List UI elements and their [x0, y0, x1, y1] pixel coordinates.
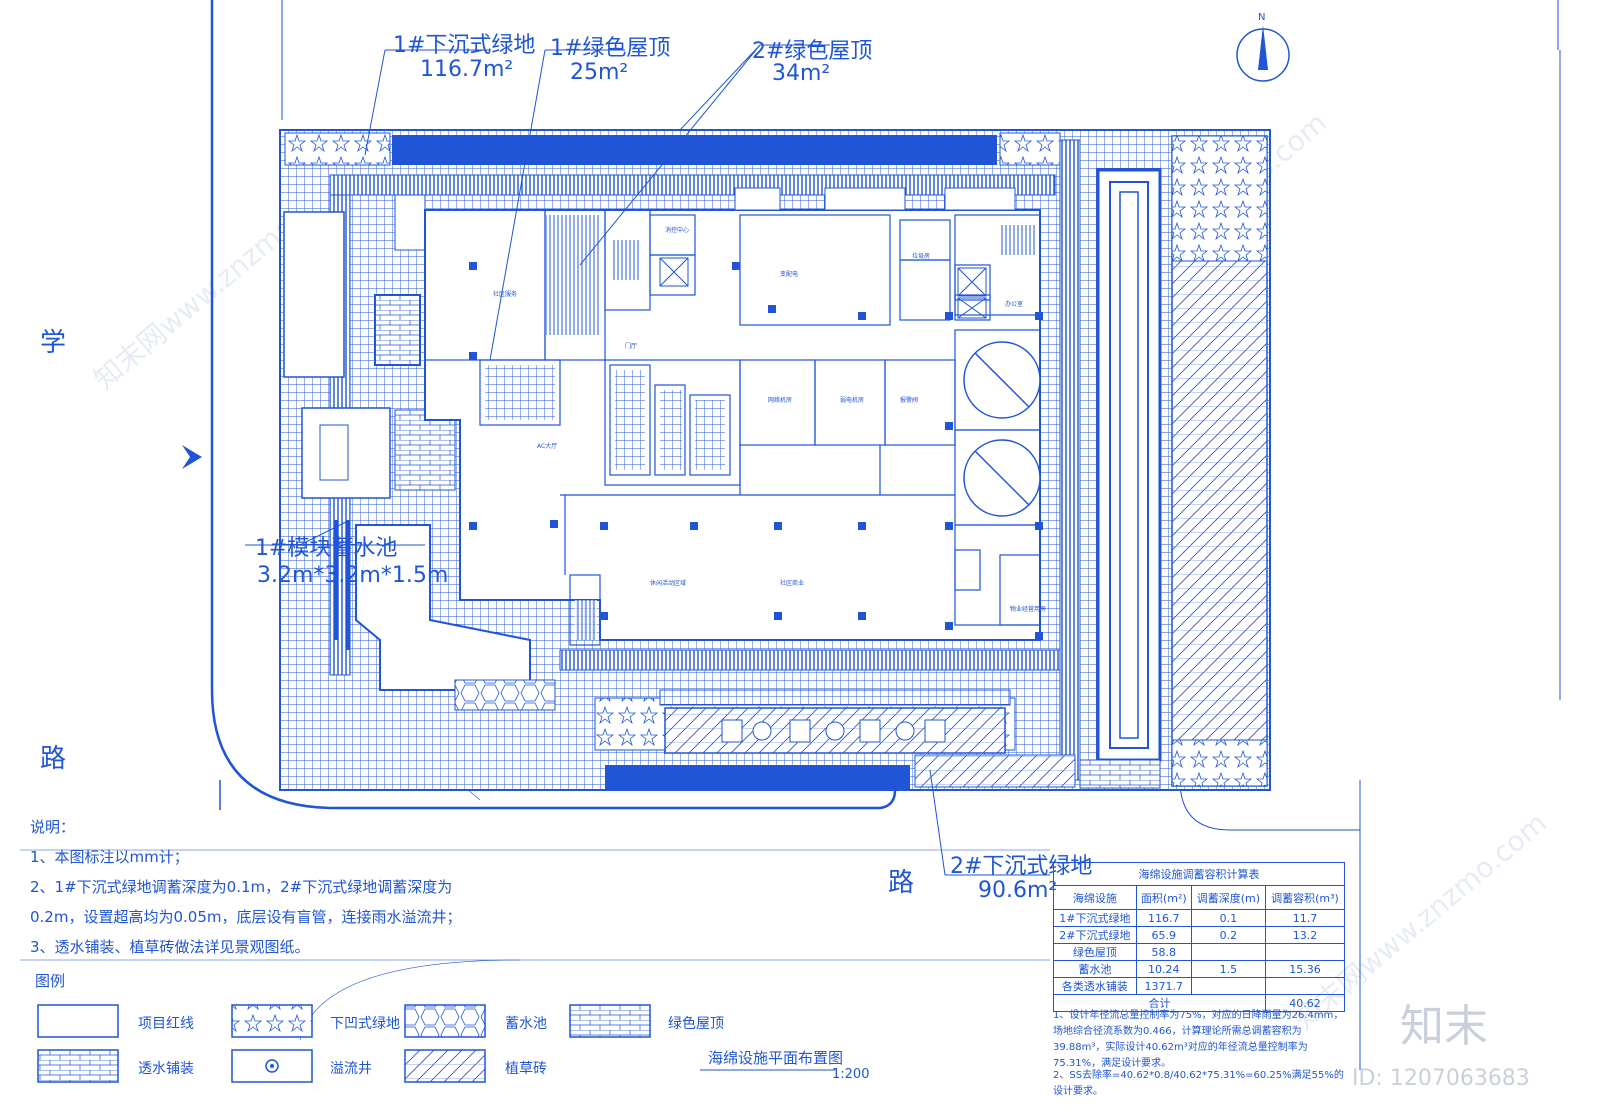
calc-header: 海绵设施 [1053, 885, 1137, 910]
calc-note-2: 2、SS去除率=40.62*0.8/40.62*75.31%=60.25%满足5… [1053, 1070, 1344, 1097]
notes-line-3: 0.2m，设置超高均为0.05m，底层设有盲管，连接雨水溢流井； [30, 908, 462, 926]
callout-green-roof-2-name: 2#绿色屋顶 [752, 39, 873, 64]
drawing-scale: 1:200 [832, 1067, 870, 1082]
legend-item-reservoir: 蓄水池 [505, 1016, 547, 1032]
room-label: 社区服务 [493, 290, 517, 298]
calc-note-1: 1、设计年径流总量控制率为75%，对应的日降雨量为26.4mm，场地综合径流系数… [1053, 1010, 1344, 1069]
callout-green-roof-1-name: 1#绿色屋顶 [550, 36, 671, 61]
room-label: 物业经营用房 [1010, 605, 1046, 613]
brand-logo: 知末 [1400, 1001, 1488, 1052]
callout-sunken-green-1-area: 116.7m² [420, 57, 514, 82]
legend-item-property-line: 项目红线 [138, 1016, 194, 1032]
callout-green-roof-2-area: 34m² [772, 61, 831, 86]
callout-module-tank-size: 3.2m*3.2m*1.5m [257, 563, 449, 588]
legend-item-sunken-green: 下凹式绿地 [330, 1016, 400, 1032]
room-label: 弱电机房 [840, 396, 864, 404]
callout-sunken-green-2-area: 90.6m² [978, 878, 1058, 903]
room-label: 门厅 [625, 342, 637, 350]
calc-header: 调蓄深度(m) [1190, 885, 1267, 910]
callout-module-tank-name: 1#模块蓄水池 [255, 536, 398, 561]
notes-line-4: 3、透水铺装、植草砖做法详见景观图纸。 [30, 938, 310, 956]
calc-header: 面积(m²) [1135, 885, 1192, 910]
room-label: 消控中心 [665, 226, 689, 234]
notes-line-1: 1、本图标注以mm计； [30, 848, 189, 866]
drawing-title: 海绵设施平面布置图 [708, 1049, 844, 1067]
notes-line-2: 2、1#下沉式绿地调蓄深度为0.1m，2#下沉式绿地调蓄深度为 [30, 878, 453, 896]
brand-id: ID: 1207063683 [1352, 1066, 1530, 1091]
calc-table-title: 海绵设施调蓄容积计算表 [1053, 862, 1345, 886]
compass-label: N [1258, 12, 1266, 23]
callout-green-roof-1-area: 25m² [570, 60, 629, 85]
calc-table: 海绵设施调蓄容积计算表 海绵设施 面积(m²) 调蓄深度(m) 调蓄容积(m³)… [1053, 862, 1345, 1012]
road-label-left-top: 学 [40, 328, 67, 358]
legend-item-permeable-paving: 透水铺装 [138, 1061, 194, 1077]
room-label: 社区商业 [780, 579, 804, 587]
road-label-left-bottom: 路 [40, 744, 67, 774]
legend-item-grass-paver: 植草砖 [505, 1061, 547, 1077]
room-label: 垃圾房 [912, 252, 930, 260]
legend-title: 图例 [35, 972, 66, 990]
room-label: 网络机房 [768, 396, 792, 404]
room-label: 休闲活动区域 [650, 579, 686, 587]
legend-item-overflow-well: 溢流井 [330, 1061, 372, 1077]
legend-item-green-roof: 绿色屋顶 [668, 1016, 724, 1032]
notes-title: 说明： [30, 818, 76, 836]
room-label: 办公室 [1005, 300, 1023, 308]
room-label: 报警阀 [900, 396, 918, 404]
callout-sunken-green-1-name: 1#下沉式绿地 [393, 33, 536, 58]
calc-header: 调蓄容积(m³) [1265, 885, 1345, 910]
room-label: AC大厅 [537, 442, 557, 450]
room-label: 变配电 [780, 270, 798, 278]
road-label-bottom: 路 [888, 868, 915, 898]
